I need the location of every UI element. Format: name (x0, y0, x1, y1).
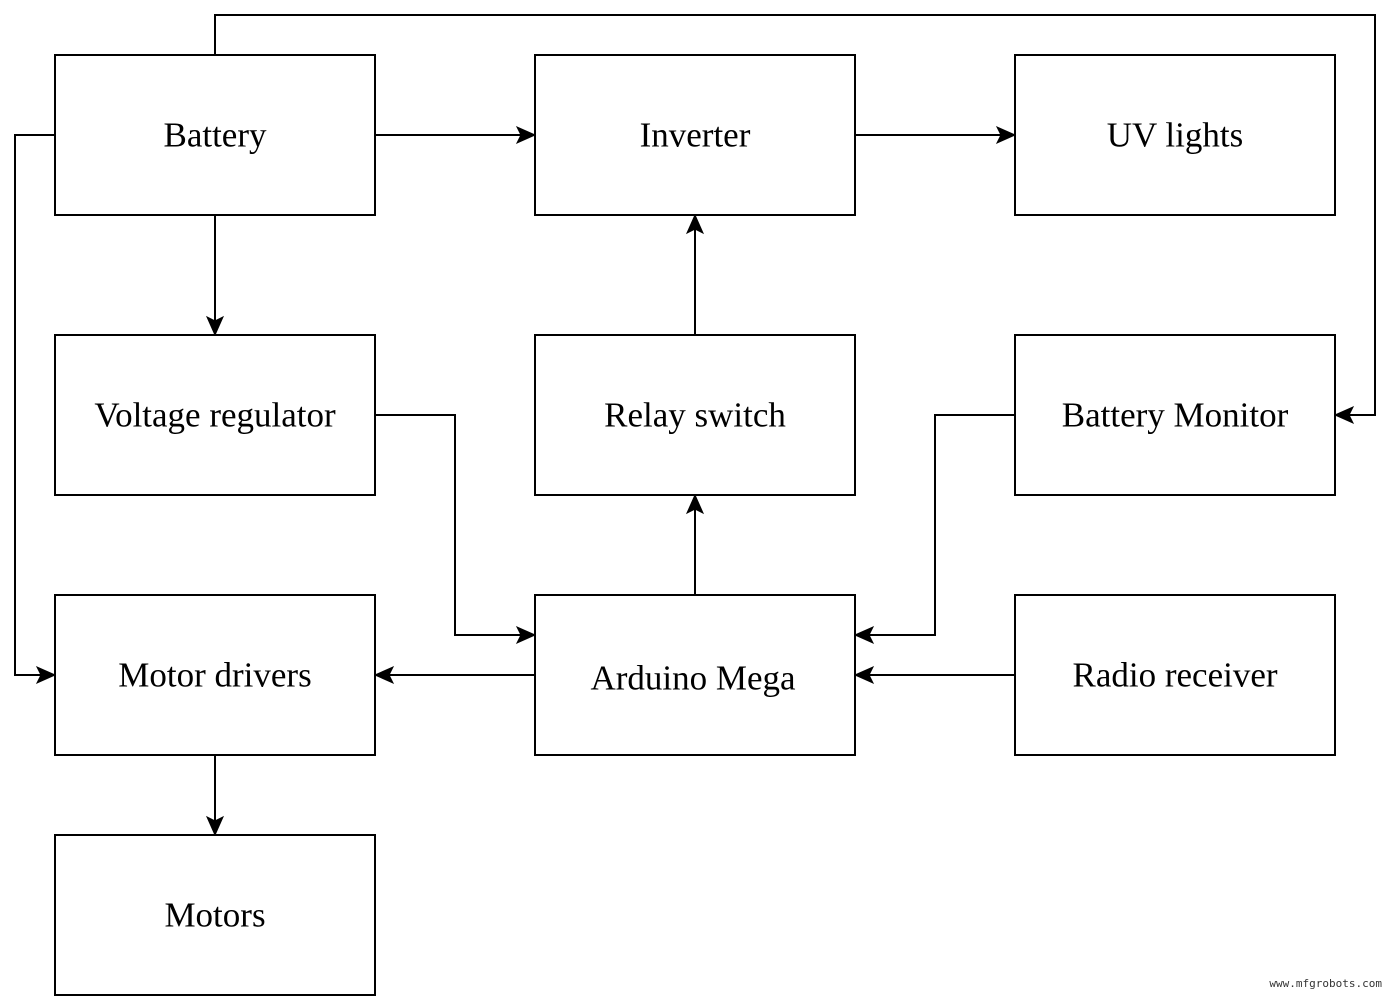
node-battery-monitor: Battery Monitor (1014, 334, 1336, 496)
node-inverter-label: Inverter (640, 116, 751, 155)
watermark: www.mfgrobots.com (1269, 977, 1382, 990)
node-motors: Motors (54, 834, 376, 996)
node-arduino-mega-label: Arduino Mega (590, 659, 796, 698)
arrowhead-inverter-left (515, 125, 537, 145)
arrowhead-motor-drivers-right (373, 665, 395, 685)
node-uv-lights-label: UV lights (1107, 116, 1243, 155)
edge-battery-to-battery-monitor (214, 14, 1376, 416)
arrowhead-motor-drivers-left (35, 665, 57, 685)
node-battery: Battery (54, 54, 376, 216)
node-arduino-mega: Arduino Mega (534, 594, 856, 756)
node-motor-drivers-label: Motor drivers (118, 656, 311, 695)
node-relay-switch: Relay switch (534, 334, 856, 496)
arrowhead-arduino-left-upper (515, 625, 537, 645)
node-motors-label: Motors (164, 896, 265, 935)
node-radio-receiver: Radio receiver (1014, 594, 1336, 756)
arrowhead-motors-top (205, 815, 225, 837)
node-voltage-regulator-label: Voltage regulator (94, 396, 336, 435)
node-battery-monitor-label: Battery Monitor (1062, 396, 1289, 435)
node-radio-receiver-label: Radio receiver (1072, 656, 1277, 695)
node-battery-label: Battery (163, 116, 267, 155)
node-uv-lights: UV lights (1014, 54, 1336, 216)
arrowhead-voltage-regulator-top (205, 315, 225, 337)
connections (14, 14, 1376, 837)
node-inverter: Inverter (534, 54, 856, 216)
edge-battery-monitor-to-arduino (867, 414, 1015, 636)
arrowhead-arduino-right-upper (853, 625, 875, 645)
arrowhead-battery-monitor-right (1333, 405, 1355, 425)
arrowhead-inverter-bottom (685, 213, 705, 235)
arrowhead-arduino-right (853, 665, 875, 685)
edge-battery-to-motor-drivers (14, 134, 55, 676)
arrowhead-relay-switch-bottom (685, 493, 705, 515)
node-voltage-regulator: Voltage regulator (54, 334, 376, 496)
node-motor-drivers: Motor drivers (54, 594, 376, 756)
node-relay-switch-label: Relay switch (604, 396, 786, 435)
edge-voltage-regulator-to-arduino (375, 414, 523, 636)
arrowhead-uv-lights-left (995, 125, 1017, 145)
